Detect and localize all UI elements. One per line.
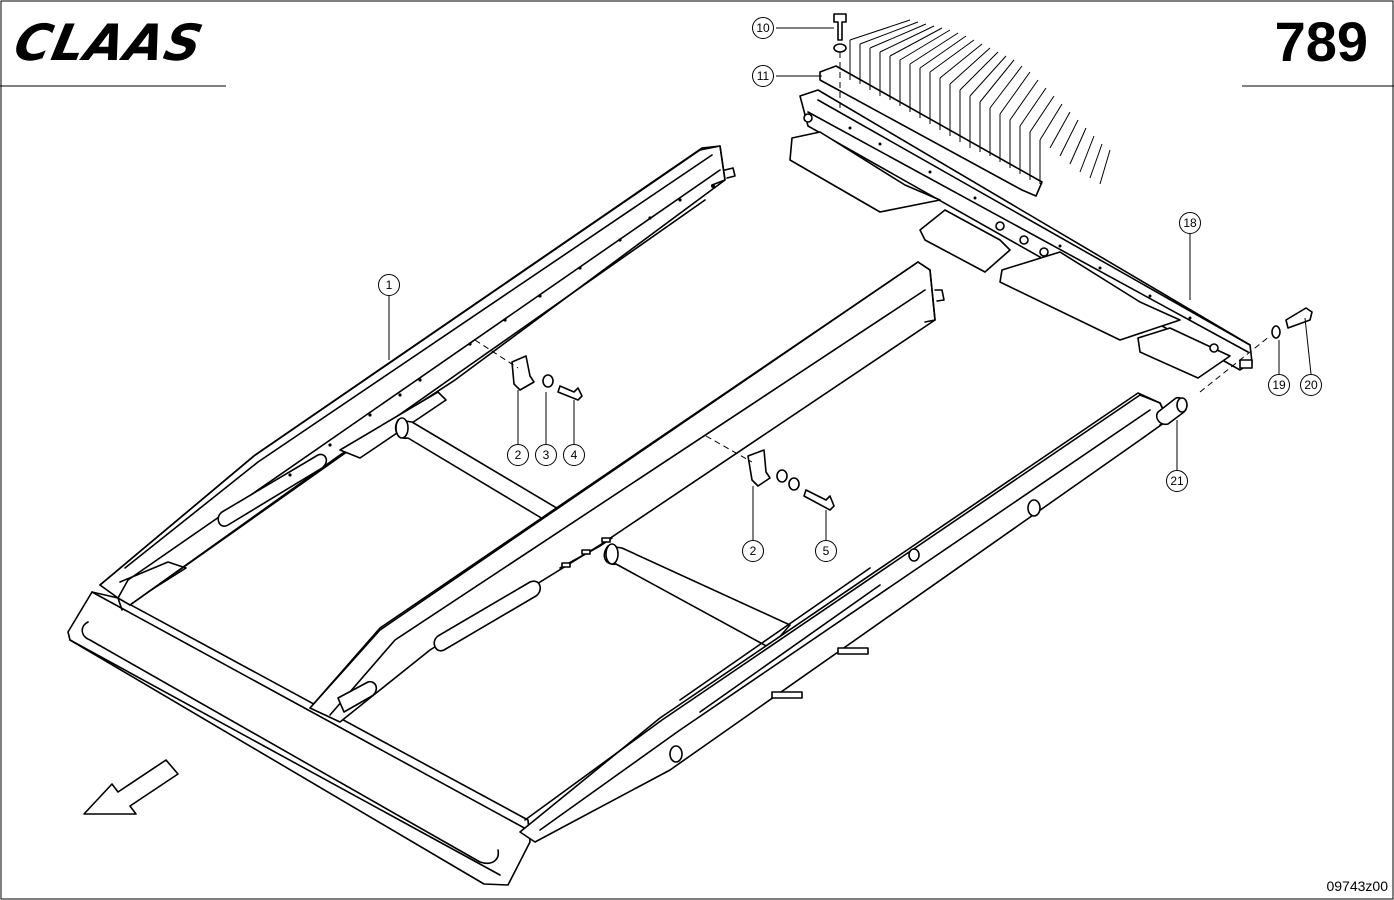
callout-5: 5 <box>815 540 837 562</box>
callout-21: 21 <box>1166 470 1188 492</box>
bushing-21 <box>1155 396 1188 426</box>
callout-2: 2 <box>507 444 529 466</box>
drawing-code: 09743z00 <box>1326 878 1388 894</box>
washer-19 <box>1271 325 1281 339</box>
left-side-member <box>99 145 736 606</box>
page-number: 789 <box>1274 10 1368 73</box>
callout-1: 1 <box>378 274 400 296</box>
washer-3 <box>542 374 554 388</box>
callout-2-lower: 2 <box>742 540 764 562</box>
bolt-5 <box>803 489 835 511</box>
cross-tube-front <box>603 543 791 649</box>
bolt-20 <box>1285 307 1313 329</box>
middle-member <box>309 261 945 723</box>
bolt-10 <box>833 13 847 53</box>
comb-teeth <box>819 19 1111 197</box>
bracket-2-lower <box>747 449 771 487</box>
callout-20: 20 <box>1300 374 1322 396</box>
washer-lower <box>776 469 800 491</box>
callout-19: 19 <box>1268 374 1290 396</box>
bolt-4 <box>557 385 583 401</box>
callout-4: 4 <box>563 444 585 466</box>
direction-arrow-icon <box>83 759 179 815</box>
left-member-holes <box>288 184 715 477</box>
right-side-member <box>519 392 1169 843</box>
callout-18: 18 <box>1179 212 1201 234</box>
front-cross-beam <box>67 591 531 886</box>
callout-3: 3 <box>535 444 557 466</box>
callout-10: 10 <box>752 17 774 39</box>
top-rail-assembly <box>789 19 1253 379</box>
cross-tube-rear <box>394 417 561 523</box>
bracket-2-upper <box>511 355 535 391</box>
leader-lines <box>388 27 1312 540</box>
callout-11: 11 <box>752 65 774 87</box>
